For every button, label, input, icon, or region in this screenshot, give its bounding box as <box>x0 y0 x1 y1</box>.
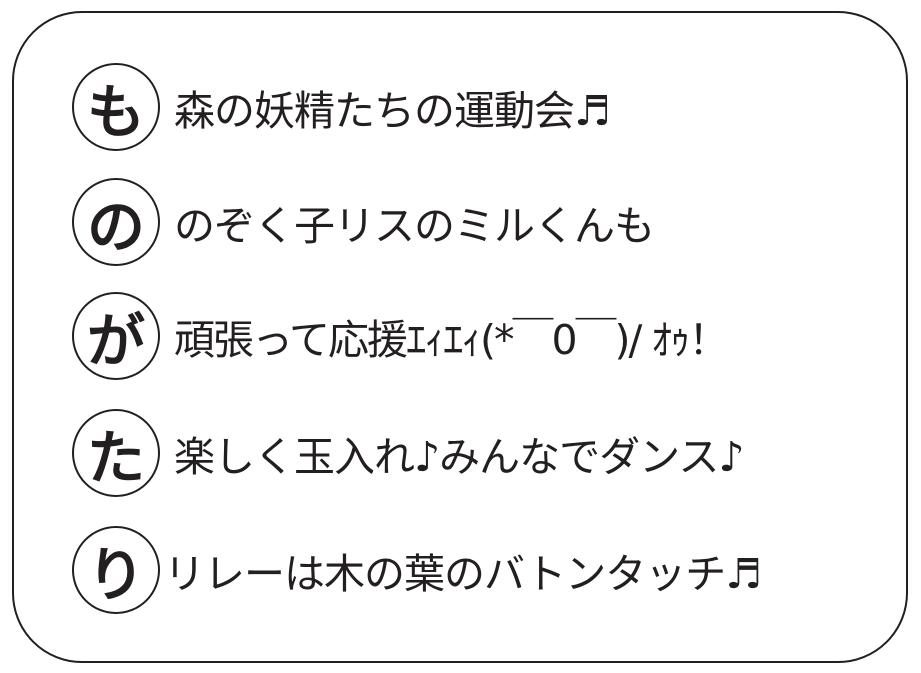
initial-circle: た <box>72 409 160 497</box>
poem-text: 頑張って応援ｴｨｴｨ(*￣0￣)/ ｵｩ！ <box>174 316 729 364</box>
poem-line-3: が 頑張って応援ｴｨｴｨ(*￣0￣)/ ｵｩ！ <box>72 290 729 382</box>
initial-circle: り <box>72 526 160 614</box>
initial-circle: が <box>72 292 160 380</box>
poem-text: のぞく子リスのミルくんも <box>174 202 655 250</box>
poem-line-5: り リレーは木の葉のバトンタッチ♬ <box>72 524 762 616</box>
poem-text: リレーは木の葉のバトンタッチ♬ <box>164 550 762 598</box>
poem-line-2: の のぞく子リスのミルくんも <box>72 176 655 268</box>
initial-circle: も <box>72 63 160 151</box>
poem-frame <box>12 11 908 663</box>
poem-line-1: も 森の妖精たちの運動会♬ <box>72 61 611 153</box>
initial-circle: の <box>72 178 160 266</box>
poem-text: 楽しく玉入れ♪みんなでダンス♪ <box>174 433 745 481</box>
poem-line-4: た 楽しく玉入れ♪みんなでダンス♪ <box>72 407 745 499</box>
poem-text: 森の妖精たちの運動会♬ <box>174 87 611 135</box>
